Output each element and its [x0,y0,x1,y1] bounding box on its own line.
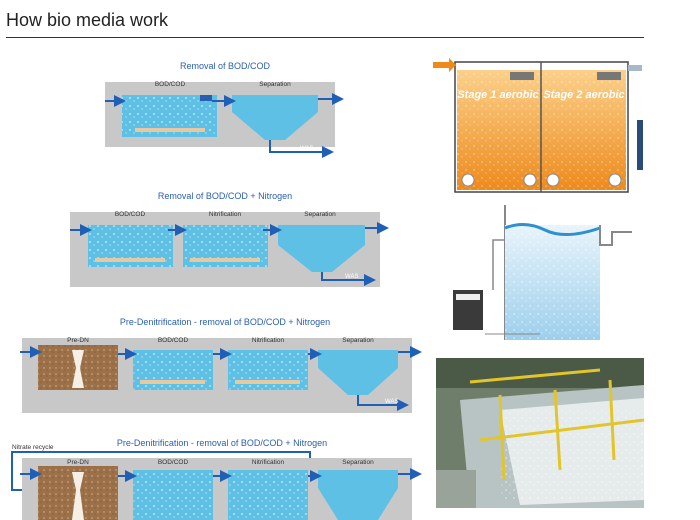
label-bod-cod: BOD/COD [155,81,186,88]
two-stage-tank: Stage 1 aerobic Stage 2 aerobic [433,58,643,193]
aeration-grid [140,380,205,384]
aeration-grid [135,128,205,132]
label-nitrification: Nitrification [209,211,242,218]
diagram-3-title: Pre-Denitrification - removal of BOD/COD… [120,317,330,327]
label-nitrification: Nitrification [252,459,285,466]
aeration-grid [190,258,260,262]
label-nitrate-recycle: Nitrate recycle [12,444,54,451]
diagram-4-title: Pre-Denitrification - removal of BOD/COD… [117,438,327,448]
railing-post [608,379,616,461]
mixer [72,472,84,520]
label-bod-cod: BOD/COD [158,459,189,466]
blower-label-plate [456,294,480,300]
label-nitrification: Nitrification [252,337,285,344]
label-separation: Separation [342,459,374,466]
was-label: WAS [385,399,398,405]
diagram-predn-recycle: Pre-Denitrification - removal of BOD/COD… [11,438,422,520]
water-wave [504,223,601,236]
diagram-predn: Pre-Denitrification - removal of BOD/COD… [20,317,422,413]
plant-photo [436,358,645,508]
photo-trees [436,358,644,388]
separation-tank [232,95,318,140]
was-arrow [357,395,409,411]
diagram-1-title: Removal of BOD/COD [180,61,271,71]
railing-post [498,394,506,481]
railing-post [553,389,562,471]
label-pre-dn: Pre-DN [67,337,89,344]
water-reactor [453,205,632,340]
photo-foam [500,410,644,500]
mixer [72,350,84,388]
sieve-screen [200,95,212,101]
nitrification-tank-media [228,470,308,520]
aeration-grid [95,258,165,262]
sieve-right [597,72,621,80]
bod-tank-media [133,470,213,520]
stage-2-label: Stage 2 aerobic [543,89,624,101]
title-divider [6,37,644,38]
railing-mid [479,418,645,442]
diagram-bod-removal: Removal of BOD/COD BOD/COD Separation WA… [105,61,344,158]
stage-1-label: Stage 1 aerobic [457,89,538,101]
separation-tank [318,350,398,395]
label-pre-dn: Pre-DN [67,459,89,466]
aeration-grid [235,380,300,384]
was-arrow [321,272,376,286]
label-separation: Separation [259,81,291,88]
label-separation: Separation [342,337,374,344]
effluent-channel [599,225,632,246]
sieve-left [510,72,534,80]
label-separation: Separation [304,211,336,218]
inflow-arrow [433,58,456,72]
label-bod-cod: BOD/COD [115,211,146,218]
diagram-2-title: Removal of BOD/COD + Nitrogen [158,191,292,201]
was-label: WAS [345,274,358,280]
separation-tank [318,470,398,520]
was-arrow [269,140,334,158]
page-title: How bio media work [6,10,169,30]
railing-top [469,368,601,384]
label-bod-cod: BOD/COD [158,337,189,344]
recycle-arrow [11,451,311,496]
outflow-pipe [628,65,642,71]
separation-tank [278,225,365,272]
was-label: WAS [300,146,313,152]
diffuser [461,173,475,187]
photo-walkway [436,470,476,508]
diffuser [546,173,560,187]
side-bar [637,120,643,170]
reactor-bubbles [505,225,600,340]
air-pipe [492,239,505,290]
diffuser [608,173,622,187]
diffuser [523,173,537,187]
diagram-bod-nitrogen: Removal of BOD/COD + Nitrogen BOD/COD Ni… [70,191,389,287]
